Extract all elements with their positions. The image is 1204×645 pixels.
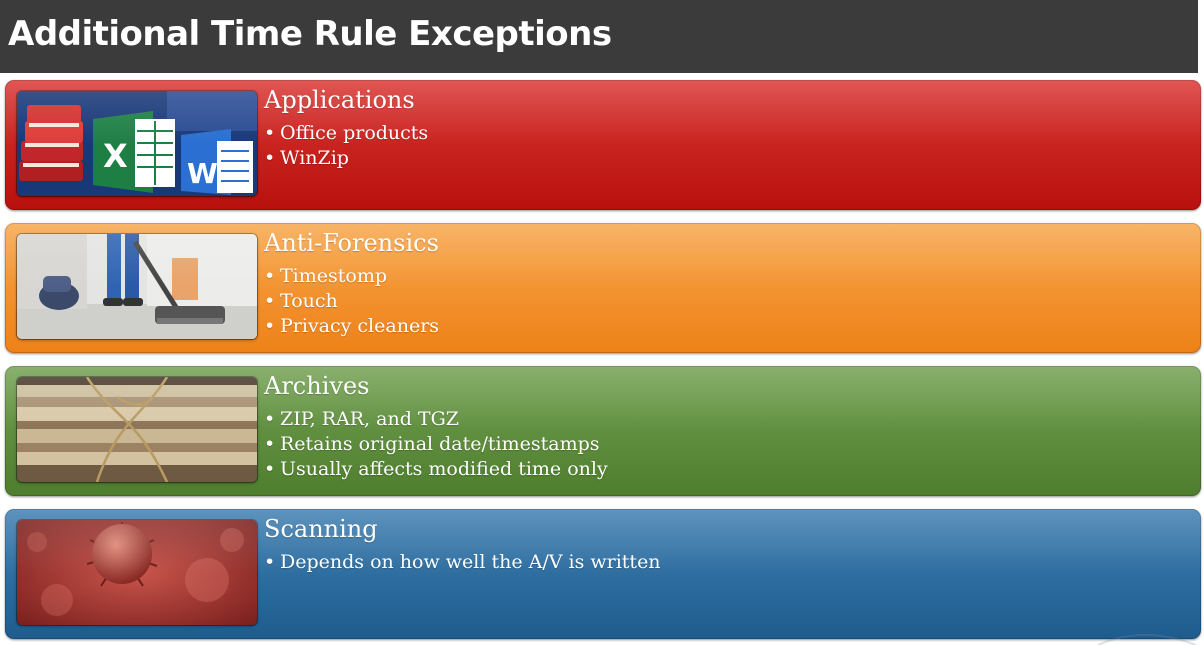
bullet-list: •ZIP, RAR, and TGZ •Retains original dat… (264, 407, 1191, 482)
bullet-list: •Depends on how well the A/V is written (264, 550, 1191, 575)
section-scanning-content: Scanning •Depends on how well the A/V is… (264, 515, 1191, 575)
paper-archive-bundle-image (17, 377, 257, 482)
bullet-item: •Retains original date/timestamps (264, 433, 600, 455)
section-heading: Scanning (264, 515, 378, 543)
svg-text:X: X (103, 137, 128, 175)
section-applications: X W Applications •Office products •WinZi… (5, 80, 1201, 210)
office-apps-image: X W (17, 91, 257, 196)
svg-text:W: W (187, 157, 218, 190)
section-applications-content: Applications •Office products •WinZip (264, 86, 1191, 171)
section-scanning: Scanning •Depends on how well the A/V is… (5, 509, 1201, 639)
vacuum-cleaning-image (17, 234, 257, 339)
bullet-list: •Office products •WinZip (264, 121, 1191, 171)
section-anti-forensics: Anti-Forensics •Timestomp •Touch •Privac… (5, 223, 1201, 353)
bullet-item: •Touch (264, 290, 338, 312)
section-heading: Applications (264, 86, 415, 114)
title-bar: Additional Time Rule Exceptions (0, 0, 1198, 73)
bullet-item: •Privacy cleaners (264, 315, 440, 337)
bullet-item: •Office products (264, 122, 429, 144)
bullet-item: •WinZip (264, 147, 349, 169)
section-archives-content: Archives •ZIP, RAR, and TGZ •Retains ori… (264, 372, 1191, 482)
bullet-item: •Usually affects modified time only (264, 458, 608, 480)
section-heading: Archives (264, 372, 370, 400)
bullet-item: •Depends on how well the A/V is written (264, 551, 661, 573)
section-anti-forensics-content: Anti-Forensics •Timestomp •Touch •Privac… (264, 229, 1191, 339)
virus-cell-image (17, 520, 257, 625)
bullet-list: •Timestomp •Touch •Privacy cleaners (264, 264, 1191, 339)
bullet-item: •ZIP, RAR, and TGZ (264, 408, 459, 430)
section-archives: Archives •ZIP, RAR, and TGZ •Retains ori… (5, 366, 1201, 496)
section-heading: Anti-Forensics (264, 229, 439, 257)
logo-watermark-icon (1097, 634, 1197, 645)
bullet-item: •Timestomp (264, 265, 388, 287)
slide-title: Additional Time Rule Exceptions (8, 14, 612, 54)
